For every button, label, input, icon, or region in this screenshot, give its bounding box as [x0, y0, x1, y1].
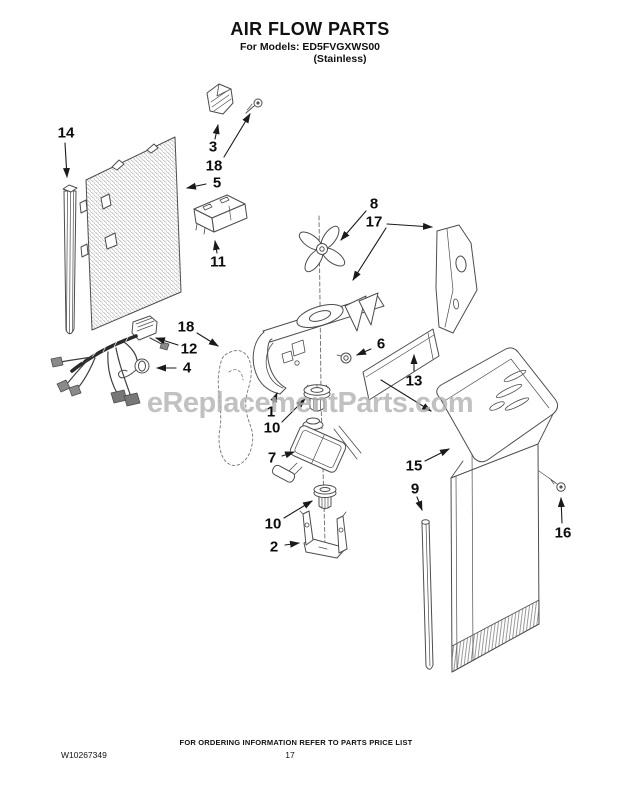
part-10-grommet-lower	[313, 484, 337, 510]
part-7-fan-motor	[271, 417, 362, 483]
page-title: AIR FLOW PARTS	[230, 19, 390, 39]
part-13-air-duct-panel	[362, 328, 440, 401]
part-18-insulation-shield	[217, 350, 254, 466]
part-5-evaporator-cover-panel	[79, 136, 182, 331]
part-17-mounting-bracket	[435, 224, 478, 334]
part-18-screw-top	[245, 98, 263, 114]
part-15-air-flow-cover	[436, 347, 559, 673]
part-6-screw	[336, 352, 352, 364]
part-12-wire-harness	[50, 315, 170, 407]
part-2-motor-bracket	[299, 510, 348, 559]
part-3-air-diffuser	[206, 83, 234, 115]
part-1-fan-shroud-housing	[252, 292, 385, 395]
page-number: 17	[285, 750, 295, 760]
callout-arrows	[62, 113, 565, 548]
models-subtitle: For Models: ED5FVGXWS00	[239, 41, 381, 53]
ordering-note: FOR ORDERING INFORMATION REFER TO PARTS …	[179, 738, 413, 747]
part-14-air-duct-seal	[62, 184, 78, 335]
part-10-grommet-upper	[303, 384, 331, 412]
part-11-control-housing	[193, 194, 248, 235]
finish-subtitle: (Stainless)	[313, 53, 367, 65]
part-16-screw-right	[538, 470, 566, 492]
doc-number: W10267349	[61, 750, 107, 760]
part-9-air-duct-seal-right	[421, 519, 434, 670]
part-8-fan-blade	[298, 225, 346, 273]
part-4-temperature-sensor	[118, 358, 150, 379]
